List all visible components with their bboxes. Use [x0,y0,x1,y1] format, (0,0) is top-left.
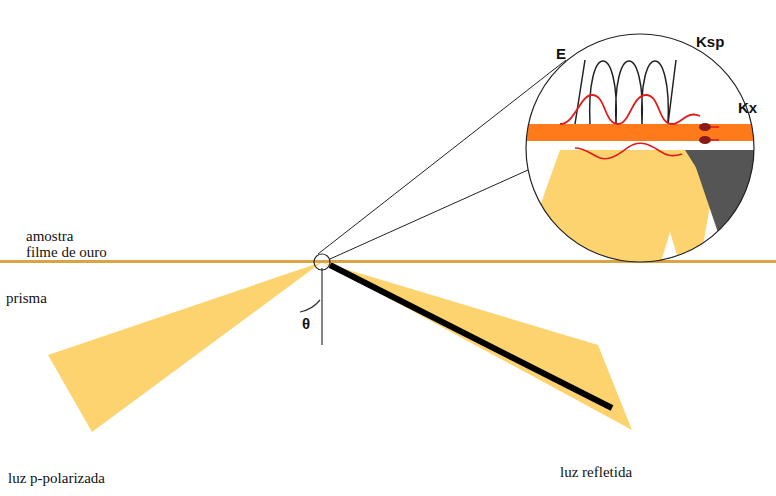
reflected-minimum-ray [330,265,612,408]
zoom-circle [526,34,754,262]
sample-label: amostra [26,228,73,245]
wavevector-label: Kx [738,100,757,117]
magnified-view [520,30,765,270]
incident-light-label: luz p-polarizada [8,470,105,487]
reflected-light-label: luz refletida [560,464,632,481]
reflected-beam [322,262,632,430]
zoom-line [330,170,528,259]
angle-symbol: θ [302,316,310,333]
normal-line [321,268,322,345]
field-label: E [556,46,566,63]
incident-beam [48,262,322,432]
plasmon-wavevector-label: Ksp [696,34,724,51]
prism-label: prisma [6,290,47,307]
angle-arc [300,300,320,312]
film-label: filme de ouro [26,244,107,261]
zoom-spot [314,254,330,270]
